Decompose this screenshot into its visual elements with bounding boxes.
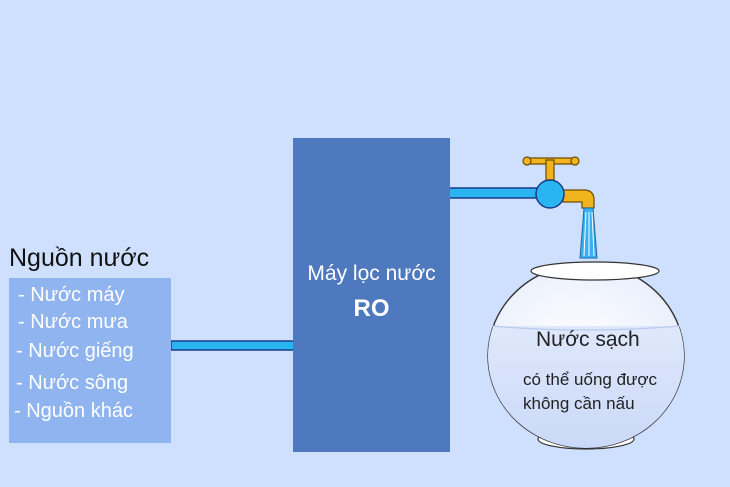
machine-model: RO bbox=[353, 295, 390, 322]
ro-machine: Máy lọc nước RO bbox=[293, 138, 450, 452]
clean-water-note-drinkable: có thể uống được bbox=[523, 370, 658, 389]
clean-water-note-no-boil: không cần nấu bbox=[523, 394, 635, 413]
water-vessel bbox=[487, 261, 685, 450]
source-title: Nguồn nước bbox=[9, 244, 150, 272]
source-item-other: - Nguồn khác bbox=[14, 400, 133, 422]
faucet-icon bbox=[522, 156, 595, 209]
inlet-pipe bbox=[170, 340, 295, 351]
clean-water-label: Nước sạch bbox=[536, 328, 640, 351]
source-item-rain: - Nước mưa bbox=[18, 311, 128, 333]
source-item-tap: - Nước máy bbox=[18, 284, 125, 306]
source-item-well: - Nước giếng bbox=[16, 340, 134, 362]
outlet-pipe bbox=[448, 187, 542, 199]
source-list: - Nước máy - Nước mưa - Nước giếng - Nướ… bbox=[9, 278, 171, 443]
source-item-river: - Nước sông bbox=[16, 372, 129, 394]
water-stream bbox=[579, 207, 598, 259]
machine-name: Máy lọc nước bbox=[307, 262, 436, 285]
